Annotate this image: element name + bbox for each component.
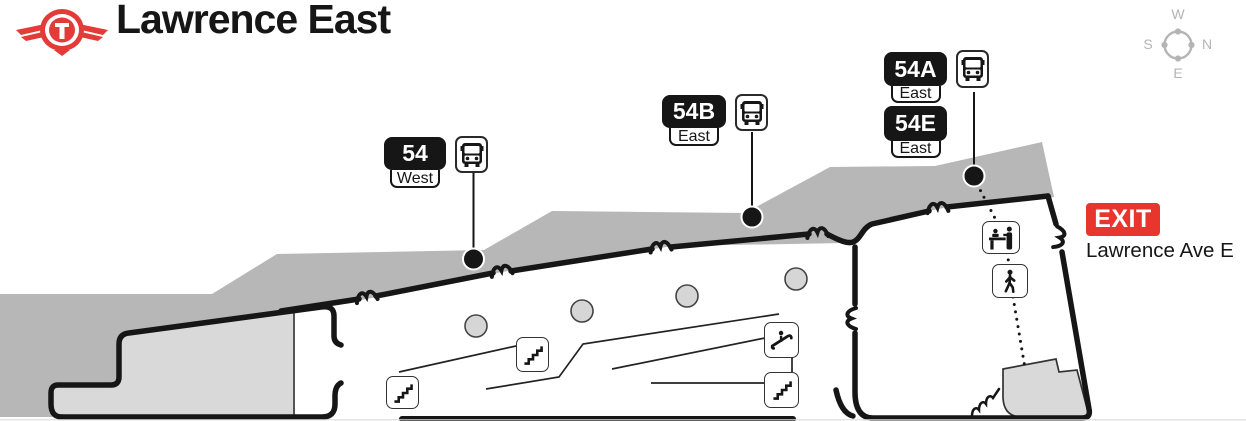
stair-ramp-lines <box>398 313 793 390</box>
page-title: Lawrence East <box>116 0 391 42</box>
exit-stairs-area <box>1002 358 1089 418</box>
direction-tab: West <box>390 170 440 188</box>
exit-steps-mark <box>970 387 1001 418</box>
compass-bottom-label: E <box>1173 65 1183 81</box>
stairs-icon <box>516 337 549 372</box>
fare-booth-icon <box>982 221 1020 254</box>
ttc-logo <box>16 9 108 56</box>
route-badge: 54A <box>884 52 947 86</box>
stairs-icon <box>386 376 419 409</box>
station-walls <box>48 193 1093 421</box>
route-badge: 54E <box>884 106 947 141</box>
bus-icon <box>956 50 989 88</box>
bus-stop-dots <box>462 164 986 271</box>
compass-right-label: N <box>1201 36 1213 52</box>
direction-tab: East <box>669 128 719 146</box>
bus-stop-label-54b-east: 54B East <box>662 95 726 146</box>
exit-sign: EXIT <box>1086 203 1160 236</box>
compass-rose <box>1161 28 1195 62</box>
bus-stop-label-54a-east: 54A East <box>884 52 947 103</box>
walking-route-dotted-path <box>975 182 1027 370</box>
direction-tab: East <box>890 141 941 158</box>
route-badge: 54B <box>662 95 726 128</box>
west-vestibule-area <box>295 308 334 416</box>
stairs-icon <box>764 372 799 408</box>
bus-stop-poles <box>472 92 975 250</box>
escalator-icon <box>764 322 799 358</box>
compass-left-label: S <box>1143 36 1153 52</box>
bus-icon <box>455 136 488 173</box>
bus-stop-label-54-west: 54 West <box>384 137 446 188</box>
bus-stop-label-54e-east: 54E East <box>884 106 947 158</box>
direction-tab: East <box>890 86 941 103</box>
exit-street-label: Lawrence Ave E <box>1086 239 1234 262</box>
west-building-area <box>51 306 334 416</box>
compass-top-label: W <box>1171 6 1185 22</box>
street-area <box>0 142 1054 417</box>
bus-icon <box>735 94 768 131</box>
platform-columns <box>464 267 808 338</box>
walking-person-icon <box>992 264 1028 298</box>
route-badge: 54 <box>384 137 446 170</box>
